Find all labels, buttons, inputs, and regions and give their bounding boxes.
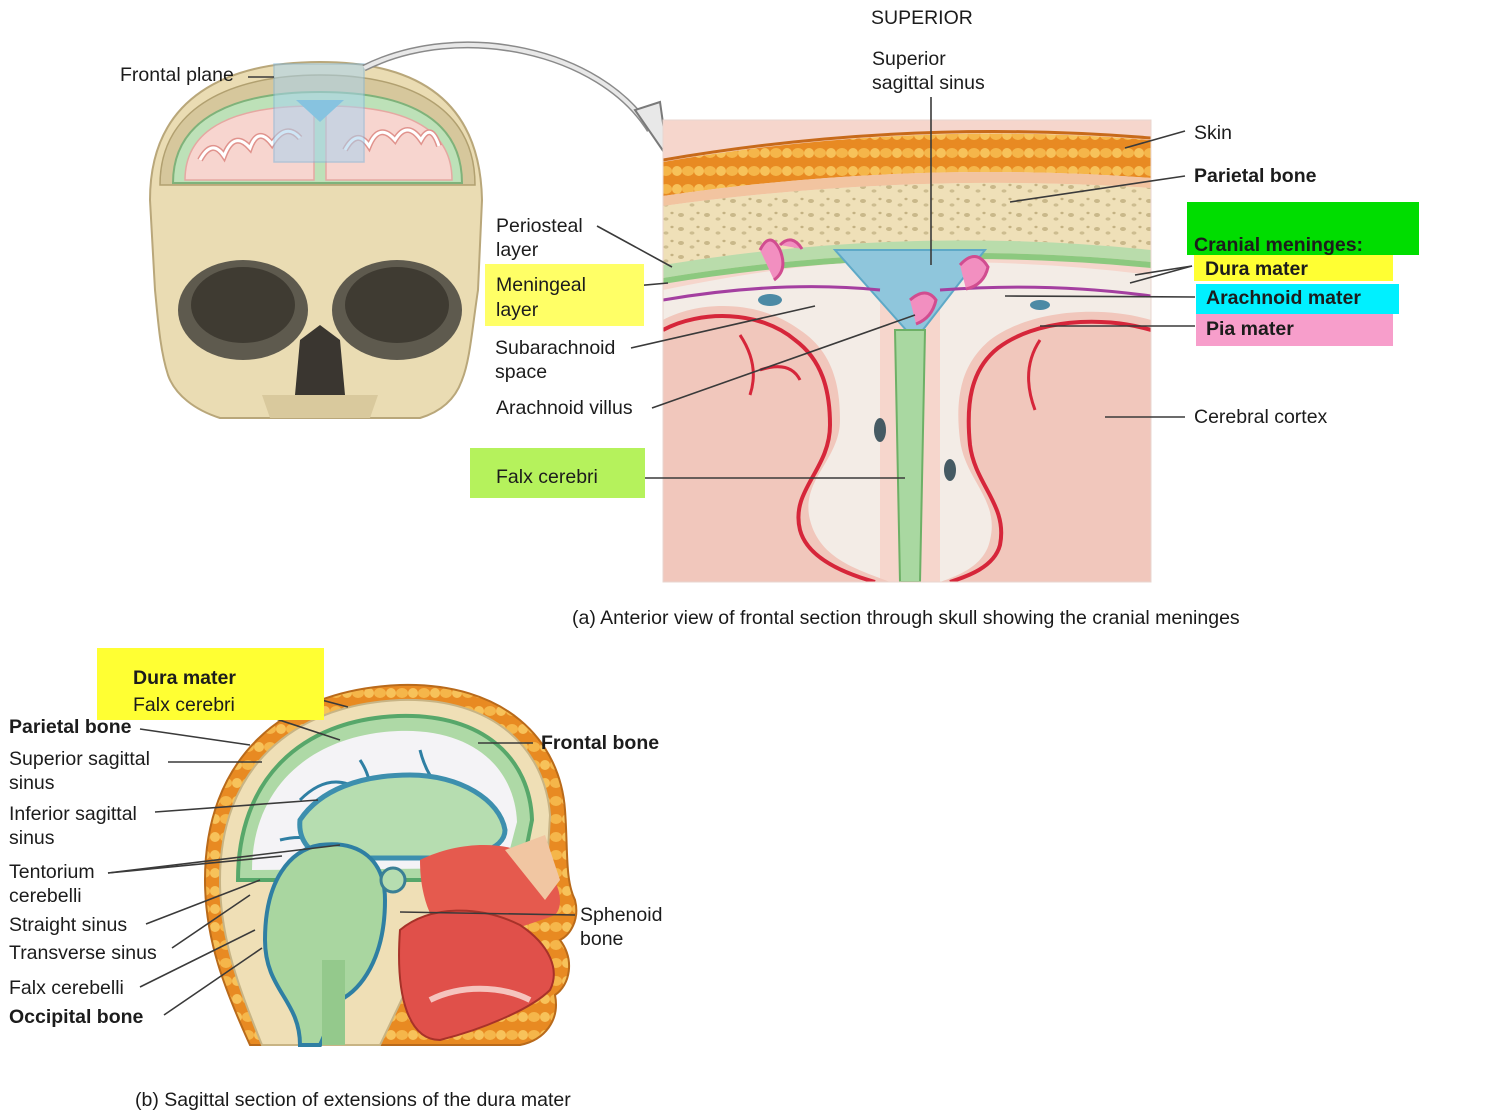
label-tentorium-cerebelli-line1: Tentorium xyxy=(9,861,95,883)
label-cerebral-cortex: Cerebral cortex xyxy=(1194,406,1328,428)
label-inferior-sagittal-sinus-line1: Inferior sagittal xyxy=(9,803,137,825)
label-inferior-sagittal-sinus-line2: sinus xyxy=(9,827,55,849)
leader-lines xyxy=(107,76,1196,1016)
label-sphenoid-bone-line2: bone xyxy=(580,928,624,950)
label-subarachnoid-space-line1: Subarachnoid xyxy=(495,337,616,359)
label-parietal-bone-b: Parietal bone xyxy=(9,716,132,738)
label-arachnoid-mater: Arachnoid mater xyxy=(1206,287,1361,309)
label-superior-sagittal-sinus-line1: Superior xyxy=(872,48,946,70)
highlight-falx-cerebri-a xyxy=(470,448,645,498)
label-dura-mater-a: Dura mater xyxy=(1205,258,1308,280)
label-superior-sagittal-sinus-b-line2: sinus xyxy=(9,772,55,794)
label-falx-cerebri-b: Falx cerebri xyxy=(133,694,235,716)
highlight-arachnoid-mater xyxy=(1196,284,1399,314)
label-frontal-bone: Frontal bone xyxy=(541,732,660,754)
label-superior-sagittal-sinus-line2: sagittal sinus xyxy=(872,72,985,94)
label-cranial-meninges: Cranial meninges: xyxy=(1194,234,1364,256)
label-superior-sagittal-sinus-b-line1: Superior sagittal xyxy=(9,748,150,770)
caption-a: (a) Anterior view of frontal section thr… xyxy=(572,607,1240,629)
label-periosteal-layer-line1: Periosteal xyxy=(496,215,583,237)
label-occipital-bone: Occipital bone xyxy=(9,1006,144,1028)
caption-b: (b) Sagittal section of extensions of th… xyxy=(135,1089,571,1111)
label-meningeal-layer-line1: Meningeal xyxy=(496,274,586,296)
zoom-arrow xyxy=(362,41,669,159)
label-pia-mater: Pia mater xyxy=(1206,318,1294,340)
highlight-dura-mater-b xyxy=(97,648,324,720)
highlight-pia-mater xyxy=(1196,314,1393,346)
meninges-section-drawing xyxy=(663,120,1151,582)
label-dura-mater-b: Dura mater xyxy=(133,667,236,689)
highlight-dura-mater-a xyxy=(1194,255,1393,281)
label-arachnoid-villus: Arachnoid villus xyxy=(496,397,633,419)
label-transverse-sinus: Transverse sinus xyxy=(9,942,157,964)
sagittal-head-drawing xyxy=(203,683,578,1047)
label-periosteal-layer-line2: layer xyxy=(496,239,539,261)
highlight-cranial-meninges xyxy=(1187,202,1419,255)
label-tentorium-cerebelli-line2: cerebelli xyxy=(9,885,82,907)
label-parietal-bone-a: Parietal bone xyxy=(1194,165,1317,187)
label-subarachnoid-space-line2: space xyxy=(495,361,548,383)
skull-drawing xyxy=(148,60,484,419)
label-meningeal-layer-line2: layer xyxy=(496,299,539,321)
label-sphenoid-bone-line1: Sphenoid xyxy=(580,904,663,926)
label-frontal-plane: Frontal plane xyxy=(120,64,234,86)
highlight-meningeal-layer xyxy=(485,264,644,326)
label-straight-sinus: Straight sinus xyxy=(9,914,128,936)
orientation-label: SUPERIOR xyxy=(871,7,973,29)
label-falx-cerebelli: Falx cerebelli xyxy=(9,977,124,999)
label-skin: Skin xyxy=(1194,122,1232,144)
label-falx-cerebri-a: Falx cerebri xyxy=(496,466,598,488)
